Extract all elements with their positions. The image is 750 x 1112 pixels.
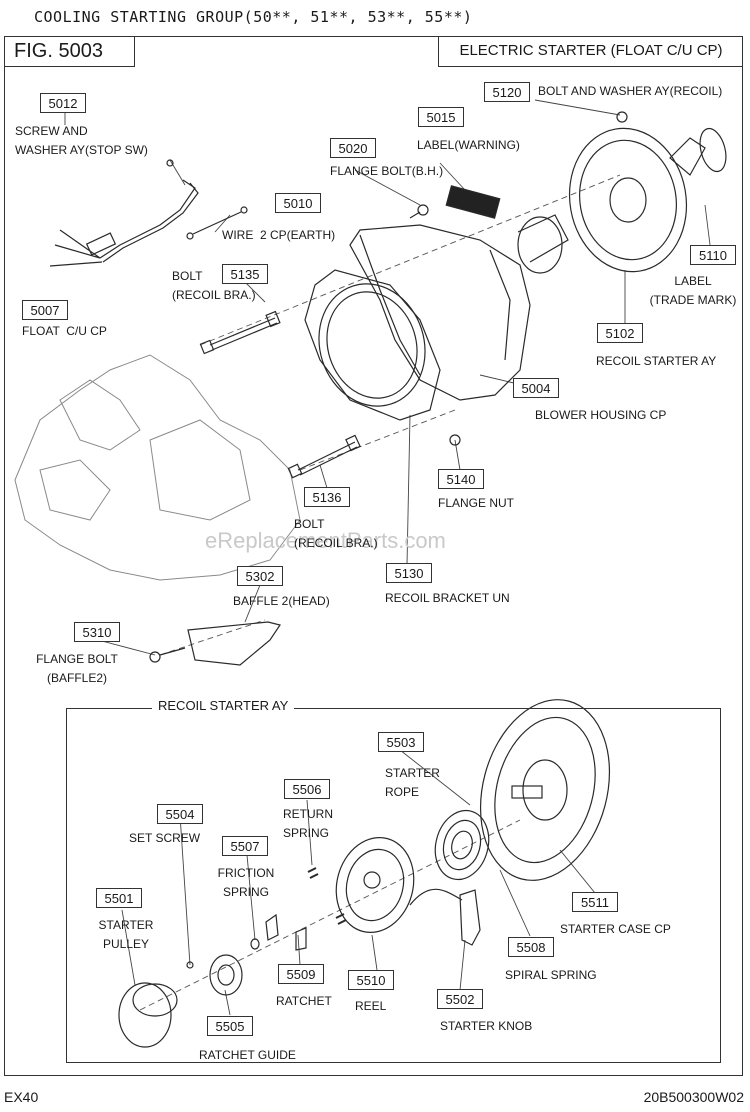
part-name-5504: SET SCREW bbox=[129, 831, 201, 845]
part-name-5310: FLANGE BOLT (BAFFLE2) bbox=[36, 652, 118, 685]
set-screw bbox=[186, 961, 194, 969]
part-number-5502[interactable]: 5502 bbox=[437, 989, 483, 1009]
part-name-5140: FLANGE NUT bbox=[438, 496, 515, 510]
part-number-5110[interactable]: 5110 bbox=[690, 245, 736, 265]
part-name-5015: LABEL(WARNING) bbox=[417, 138, 520, 152]
figure-number: FIG. 5003 bbox=[4, 36, 135, 67]
part-name-5507: FRICTION SPRING bbox=[217, 866, 275, 899]
starter-pulley bbox=[118, 982, 178, 1048]
float-cu-engine-outline bbox=[14, 354, 301, 581]
part-name-5508: SPIRAL SPRING bbox=[505, 968, 597, 982]
friction-spring bbox=[250, 938, 260, 950]
part-name-5501: STARTER PULLEY bbox=[98, 918, 154, 951]
part-number-5507[interactable]: 5507 bbox=[222, 836, 268, 856]
recoil-starter-inset bbox=[66, 708, 721, 1063]
part-name-5130: RECOIL BRACKET UN bbox=[385, 591, 510, 605]
part-number-5302[interactable]: 5302 bbox=[237, 566, 283, 586]
spiral-spring bbox=[434, 809, 490, 881]
part-number-5506[interactable]: 5506 bbox=[284, 779, 330, 799]
part-number-5501[interactable]: 5501 bbox=[96, 888, 142, 908]
part-number-5505[interactable]: 5505 bbox=[207, 1016, 253, 1036]
group-title: COOLING STARTING GROUP(50**, 51**, 53**,… bbox=[34, 8, 473, 26]
part-name-5136: BOLT (RECOIL BRA.) bbox=[294, 517, 378, 550]
part-name-5004: BLOWER HOUSING CP bbox=[535, 408, 667, 422]
part-name-5012: SCREW AND WASHER AY(STOP SW) bbox=[15, 124, 148, 157]
part-name-5020: FLANGE BOLT(B.H.) bbox=[330, 164, 444, 178]
part-number-5102[interactable]: 5102 bbox=[597, 323, 643, 343]
part-name-5502: STARTER KNOB bbox=[440, 1019, 533, 1033]
part-number-5508[interactable]: 5508 bbox=[508, 937, 554, 957]
ratchet-parts bbox=[265, 867, 347, 951]
starter-rope bbox=[409, 888, 463, 906]
reel bbox=[335, 837, 415, 933]
part-name-5110: LABEL (TRADE MARK) bbox=[649, 274, 737, 307]
part-number-5310[interactable]: 5310 bbox=[74, 622, 120, 642]
part-name-5510: REEL bbox=[355, 999, 387, 1013]
recoil-starter bbox=[568, 111, 706, 273]
part-number-5007[interactable]: 5007 bbox=[22, 300, 68, 320]
part-number-5136[interactable]: 5136 bbox=[304, 487, 350, 507]
part-number-5010[interactable]: 5010 bbox=[275, 193, 321, 213]
part-number-5004[interactable]: 5004 bbox=[513, 378, 559, 398]
warning-label bbox=[445, 185, 501, 219]
part-number-5140[interactable]: 5140 bbox=[438, 469, 484, 489]
starter-case bbox=[479, 699, 611, 881]
part-name-5135: BOLT (RECOIL BRA.) bbox=[172, 269, 256, 302]
part-number-5012[interactable]: 5012 bbox=[40, 93, 86, 113]
stop-switch-wiring bbox=[49, 159, 199, 267]
part-number-5015[interactable]: 5015 bbox=[418, 107, 464, 127]
bolt-5136 bbox=[287, 434, 361, 479]
baffle-2 bbox=[187, 621, 281, 666]
part-name-5506: RETURN SPRING bbox=[283, 807, 333, 840]
flange-bolt-5310 bbox=[149, 647, 186, 663]
figure-subtitle: ELECTRIC STARTER (FLOAT C/U CP) bbox=[438, 36, 743, 67]
part-name-5102: RECOIL STARTER AY bbox=[596, 354, 717, 368]
recoil-bracket bbox=[304, 269, 441, 421]
blower-housing bbox=[349, 214, 569, 401]
part-number-5020[interactable]: 5020 bbox=[330, 138, 376, 158]
part-name-5509: RATCHET bbox=[276, 994, 332, 1008]
part-number-5135[interactable]: 5135 bbox=[222, 264, 268, 284]
part-number-5120[interactable]: 5120 bbox=[484, 82, 530, 102]
diagram-frame bbox=[4, 36, 743, 1076]
earth-wire bbox=[186, 206, 248, 240]
part-name-5511: STARTER CASE CP bbox=[560, 922, 671, 936]
part-name-5120: BOLT AND WASHER AY(RECOIL) bbox=[538, 84, 723, 98]
part-name-5503: STARTER ROPE bbox=[385, 766, 440, 799]
inset-title: RECOIL STARTER AY bbox=[152, 698, 295, 713]
part-name-5505: RATCHET GUIDE bbox=[199, 1048, 296, 1062]
bolt-5135 bbox=[199, 310, 281, 355]
flange-nut bbox=[449, 434, 461, 446]
watermark: eReplacementParts.com bbox=[205, 528, 446, 553]
part-name-5007: FLOAT C/U CP bbox=[22, 324, 107, 338]
part-name-5010: WIRE 2 CP(EARTH) bbox=[222, 228, 336, 242]
part-number-5503[interactable]: 5503 bbox=[378, 732, 424, 752]
document-number: 20B500300W02 bbox=[643, 1089, 744, 1105]
part-number-5509[interactable]: 5509 bbox=[278, 964, 324, 984]
part-number-5510[interactable]: 5510 bbox=[348, 970, 394, 990]
model-code: EX40 bbox=[4, 1089, 39, 1105]
part-name-5302: BAFFLE 2(HEAD) bbox=[233, 594, 330, 608]
flange-bolt-5020 bbox=[409, 204, 429, 219]
trade-mark-label bbox=[699, 127, 727, 173]
ratchet-guide bbox=[209, 954, 243, 996]
center-lines bbox=[139, 174, 621, 1011]
part-number-5511[interactable]: 5511 bbox=[572, 892, 618, 912]
starter-knob bbox=[459, 889, 481, 946]
part-number-5504[interactable]: 5504 bbox=[157, 804, 203, 824]
part-number-5130[interactable]: 5130 bbox=[386, 563, 432, 583]
